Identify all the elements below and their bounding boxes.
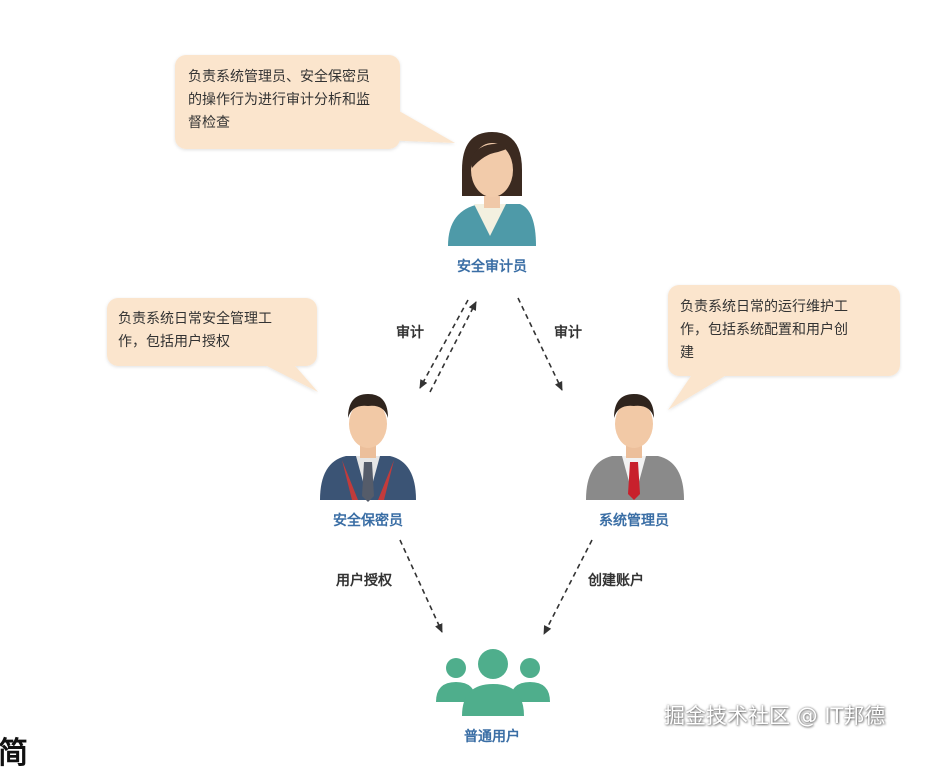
bubble-line: 负责系统管理员、安全保密员 — [188, 69, 370, 85]
sys-admin-label: 系统管理员 — [599, 513, 669, 529]
bubble-line: 督检查 — [188, 115, 230, 131]
bubble-line: 负责系统日常的运行维护工 — [680, 299, 848, 315]
bubble-sys-admin — [668, 285, 900, 410]
auditor-label: 安全审计员 — [457, 259, 527, 275]
auditor-female-person-icon — [448, 132, 536, 246]
corner-text: 简 — [0, 736, 28, 771]
bubble-security-officer — [107, 298, 318, 392]
bubble-auditor — [175, 55, 455, 149]
edge-label-audit-right: 审计 — [554, 325, 582, 341]
bubble-line: 负责系统日常安全管理工 — [118, 311, 272, 327]
edges — [399, 297, 593, 635]
bubble-auditor-text: 负责系统管理员、安全保密员 的操作行为进行审计分析和监 督检查 — [188, 66, 393, 135]
sys-admin-male-person-icon — [586, 394, 684, 500]
diagram-canvas — [107, 55, 900, 716]
users-label: 普通用户 — [464, 729, 520, 745]
bubble-sys-admin-text: 负责系统日常的运行维护工 作，包括系统配置和用户创 建 — [680, 296, 895, 365]
edge-label-audit-left: 审计 — [396, 325, 424, 341]
bubble-line: 作，包括系统配置和用户创 — [680, 322, 848, 338]
arrow-auditor-to-security-officer — [419, 299, 469, 389]
edge-label-user-auth: 用户授权 — [336, 573, 392, 589]
arrow-sys-admin-to-users — [543, 539, 593, 635]
watermark-text: 掘金技术社区 @ IT邦德 — [664, 704, 886, 728]
user-group-icon — [436, 649, 550, 716]
bubble-line: 的操作行为进行审计分析和监 — [188, 92, 370, 108]
edge-label-create-account: 创建账户 — [588, 573, 644, 589]
security-officer-male-person-icon — [320, 394, 416, 502]
bubble-line: 建 — [680, 345, 694, 361]
security-officer-label: 安全保密员 — [333, 513, 403, 529]
bubble-line: 作，包括用户授权 — [118, 334, 230, 350]
bubble-security-officer-text: 负责系统日常安全管理工 作，包括用户授权 — [118, 308, 313, 354]
arrow-security-officer-to-auditor — [429, 301, 477, 393]
arrow-auditor-to-sys-admin — [517, 297, 563, 391]
arrow-security-officer-to-users — [399, 539, 443, 633]
